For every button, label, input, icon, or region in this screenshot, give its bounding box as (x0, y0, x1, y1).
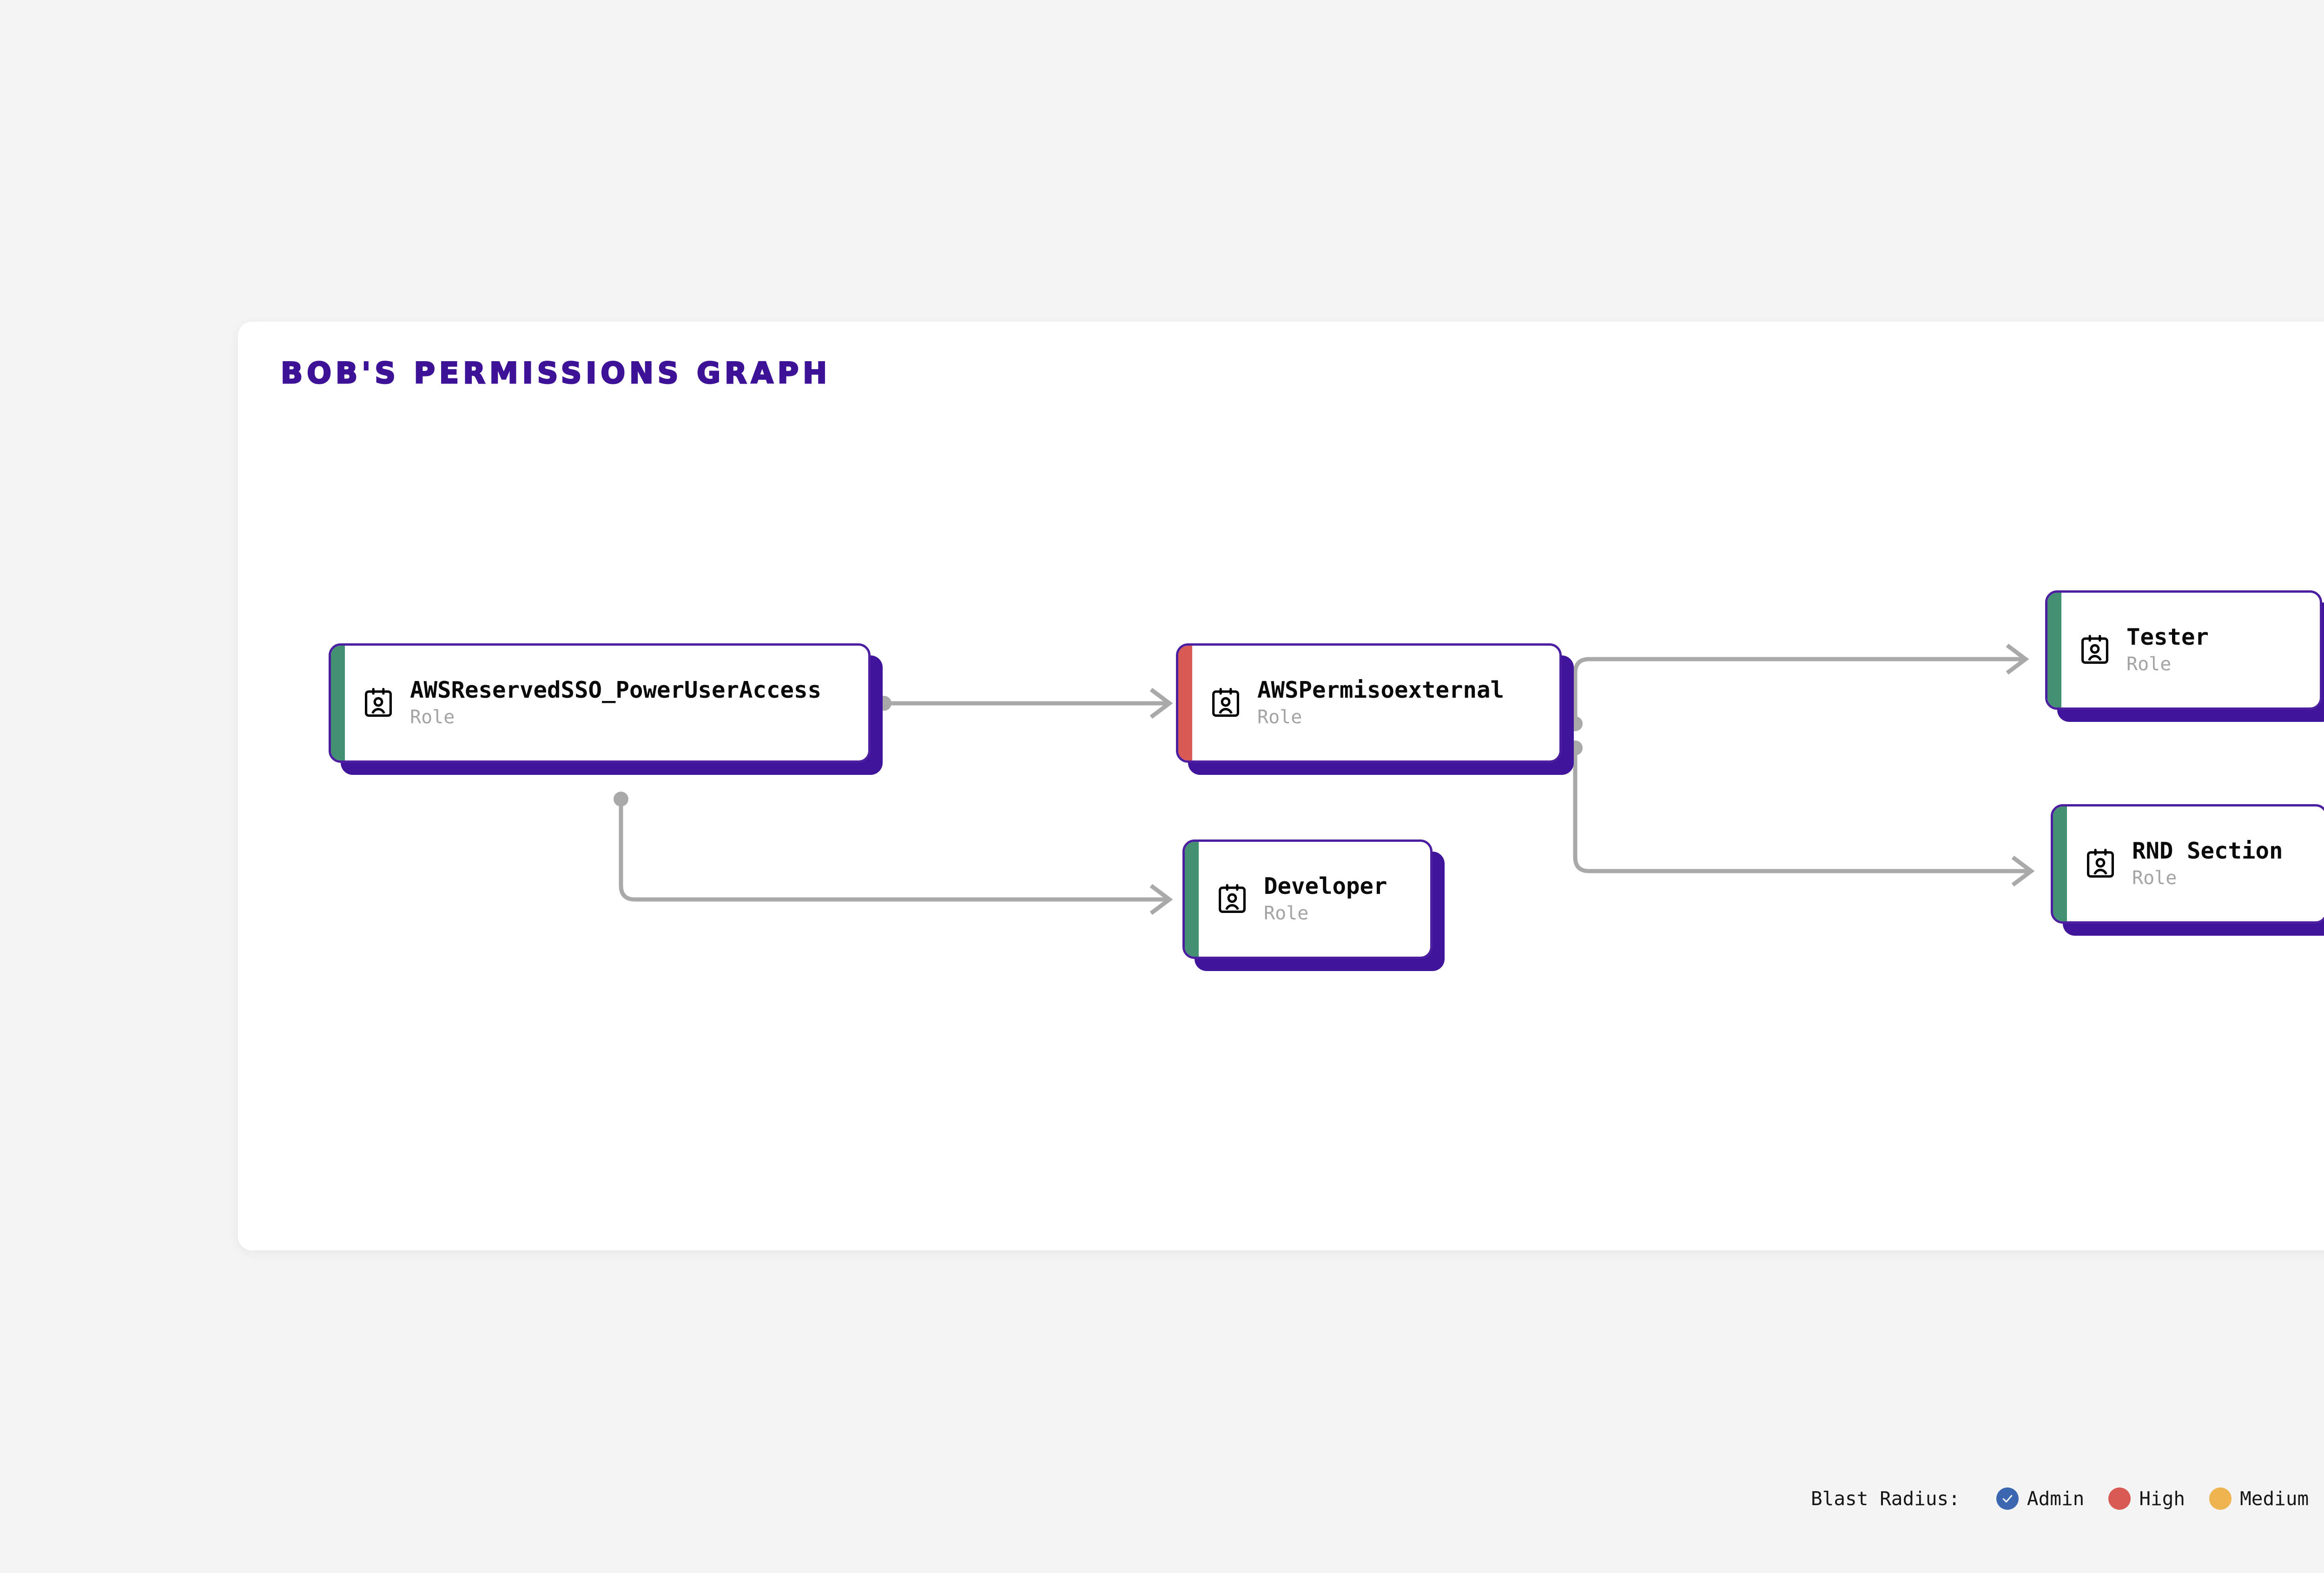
legend-label-admin: Admin (2027, 1487, 2085, 1510)
graph-node-developer[interactable]: Developer Role (1182, 839, 1433, 959)
legend-swatch-high (2108, 1487, 2131, 1510)
id-badge-icon (1212, 687, 1239, 717)
node-title: AWSReservedSSO_PowerUserAccess (410, 677, 822, 704)
blast-radius-accent-low (2053, 806, 2067, 921)
edge-permisoexternal-to-rnd (1568, 740, 2035, 887)
legend-swatch-admin (1996, 1487, 2019, 1510)
id-badge-icon (2081, 634, 2108, 664)
legend-item-medium[interactable]: Medium (2209, 1487, 2309, 1510)
id-badge-icon (1219, 884, 1246, 913)
node-title: RND Section (2132, 838, 2283, 865)
graph-node-tester[interactable]: Tester Role (2045, 590, 2322, 710)
node-subtitle: Role (2126, 653, 2172, 675)
edge-poweruser-to-developer (614, 792, 1173, 915)
check-icon (2002, 1495, 2013, 1503)
legend-swatch-medium (2209, 1487, 2232, 1510)
graph-canvas[interactable]: AWSReservedSSO_PowerUserAccess Role AWSP… (238, 322, 2324, 1250)
node-subtitle: Role (410, 706, 455, 728)
graph-node-rnd-section[interactable]: RND Section Role (2051, 804, 2324, 924)
node-title: Tester (2126, 624, 2209, 651)
graph-node-awspermisoexternal[interactable]: AWSPermisoexternal Role (1176, 643, 1562, 763)
blast-radius-accent-low (1185, 842, 1199, 957)
blast-radius-accent-low (2047, 593, 2061, 707)
legend-item-high[interactable]: High (2108, 1487, 2185, 1510)
id-badge-icon (2087, 848, 2114, 878)
legend-label-medium: Medium (2240, 1487, 2309, 1510)
permissions-graph-panel: BOB'S PERMISSIONS GRAPH (238, 322, 2324, 1510)
edge-layer (614, 643, 2035, 915)
page-title: BOB'S PERMISSIONS GRAPH (280, 356, 832, 391)
node-subtitle: Role (1257, 706, 1302, 728)
legend-label-high: High (2139, 1487, 2185, 1510)
blast-radius-accent-low (331, 646, 345, 760)
node-title: AWSPermisoexternal (1257, 677, 1505, 704)
legend-item-admin[interactable]: Admin (1996, 1487, 2084, 1510)
node-subtitle: Role (2132, 867, 2177, 889)
id-badge-icon (365, 687, 392, 717)
legend-label: Blast Radius: (1811, 1487, 1960, 1510)
edge-poweruser-to-permisoexternal (877, 687, 1173, 719)
blast-radius-legend: Blast Radius: Admin High Medium Low (1811, 1487, 2324, 1510)
node-subtitle: Role (1264, 902, 1309, 924)
node-title: Developer (1264, 873, 1387, 900)
blast-radius-accent-high (1178, 646, 1192, 760)
graph-node-awsreservedsso-poweruseraccess[interactable]: AWSReservedSSO_PowerUserAccess Role (329, 643, 871, 763)
edge-permisoexternal-to-tester (1568, 643, 2029, 731)
